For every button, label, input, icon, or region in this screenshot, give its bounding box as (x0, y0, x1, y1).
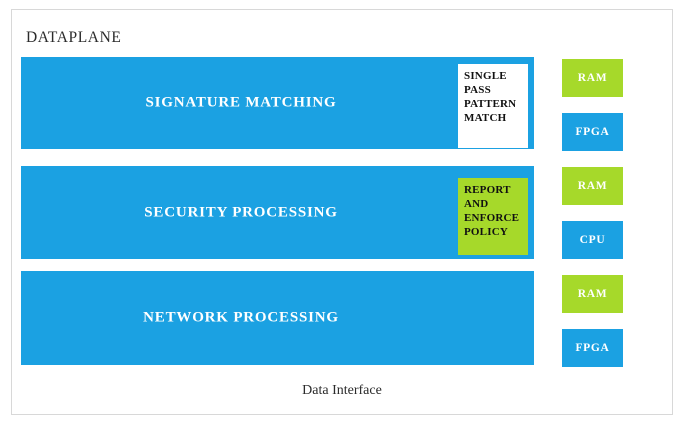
note-line: MATCH (464, 112, 507, 125)
hardware-chip-ram[interactable]: RAM (562, 275, 623, 313)
data-interface-caption: Data Interface (302, 383, 382, 398)
note-box-single-pass-pattern-match[interactable]: SINGLE PASS PATTERN MATCH (458, 64, 528, 148)
note-line: AND (464, 198, 489, 211)
note-line: REPORT (464, 184, 511, 196)
stage-bar-network-processing[interactable]: NETWORK PROCESSING (21, 271, 534, 365)
note-line: ENFORCE (464, 212, 520, 225)
hardware-chip-cpu[interactable]: CPU (562, 221, 623, 259)
hardware-chip-fpga[interactable]: FPGA (562, 329, 623, 367)
stage-bar-security-processing[interactable]: SECURITY PROCESSING REPORT AND ENFORCE P… (21, 166, 534, 259)
note-line: SINGLE (464, 70, 507, 82)
note-line: PATTERN (464, 98, 517, 111)
stage-label: SIGNATURE MATCHING (145, 94, 337, 111)
note-line: PASS (464, 84, 491, 97)
stage-label: NETWORK PROCESSING (143, 309, 339, 326)
page-title: DATAPLANE (26, 29, 122, 46)
note-box-report-and-enforce-policy[interactable]: REPORT AND ENFORCE POLICY (458, 178, 528, 255)
hardware-chip-ram[interactable]: RAM (562, 167, 623, 205)
stage-bar-signature-matching[interactable]: SIGNATURE MATCHING SINGLE PASS PATTERN M… (21, 57, 534, 149)
hardware-chip-ram[interactable]: RAM (562, 59, 623, 97)
stage-label: SECURITY PROCESSING (144, 204, 338, 220)
hardware-chip-fpga[interactable]: FPGA (562, 113, 623, 151)
note-line: POLICY (464, 226, 508, 239)
